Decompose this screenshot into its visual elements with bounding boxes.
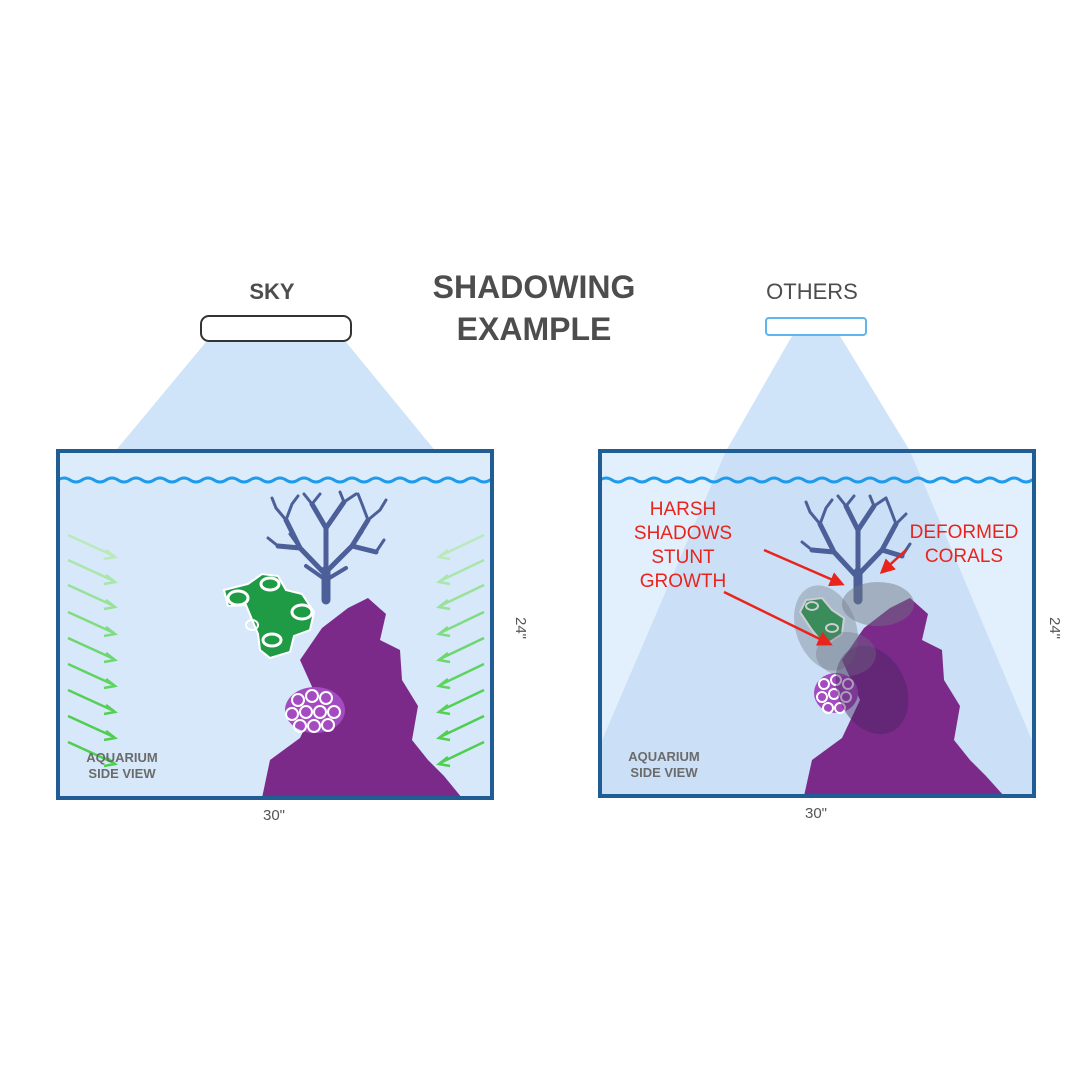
deformed-callout-line-2: CORALS (925, 546, 1003, 567)
sky-light-fixture (200, 315, 352, 342)
others-tank-outline (598, 449, 1036, 798)
shadows-callout-arrow-upper (763, 548, 845, 587)
shadows-callout: HARSH SHADOWS STUNT GROWTH (634, 499, 845, 646)
sky-water-surface-wave (58, 476, 492, 484)
sky-label: SKY (249, 279, 295, 304)
others-light-beam (726, 336, 910, 451)
sky-bubble-coral (285, 687, 345, 733)
sky-tank-caption-line-2: SIDE VIEW (88, 766, 156, 781)
sky-green-coral (222, 572, 316, 660)
others-tank-caption-line-2: SIDE VIEW (630, 765, 698, 780)
sky-tank-height-label: 24" (512, 617, 529, 639)
sky-panel: SKY (56, 279, 529, 824)
sky-tank-width-label: 30" (263, 807, 285, 824)
shadows-callout-line-4: GROWTH (640, 571, 727, 592)
others-harsh-shadows (794, 582, 914, 735)
sky-tank-outline (56, 449, 494, 800)
others-label: OTHERS (766, 279, 858, 304)
others-panel: OTHERS (598, 279, 1063, 822)
others-live-rock (804, 598, 1004, 796)
deformed-callout: DEFORMED CORALS (879, 522, 1019, 575)
diagram-title: SHADOWING EXAMPLE (433, 269, 636, 347)
sky-live-rock (262, 598, 462, 798)
shadows-callout-arrow-lower (723, 590, 833, 646)
sky-tank-caption-line-1: AQUARIUM (86, 750, 158, 765)
deformed-callout-arrow (879, 549, 907, 575)
title-line-2: EXAMPLE (457, 311, 612, 347)
shadows-callout-line-1: HARSH (650, 499, 717, 520)
others-bubble-coral (814, 673, 858, 714)
others-tank-width-label: 30" (805, 805, 827, 822)
shadows-callout-line-2: SHADOWS (634, 523, 732, 544)
others-light-fixture (765, 317, 867, 336)
others-water-surface-wave (600, 476, 1034, 484)
others-tank-caption-line-1: AQUARIUM (628, 749, 700, 764)
sky-branching-coral (266, 490, 388, 605)
others-tank-height-label: 24" (1046, 617, 1063, 639)
others-branching-coral (800, 494, 912, 605)
shadows-callout-line-3: STUNT (651, 547, 715, 568)
sky-light-arrows-right (436, 533, 485, 768)
deformed-callout-line-1: DEFORMED (910, 522, 1019, 543)
sky-light-arrows-left (67, 533, 118, 768)
title-line-1: SHADOWING (433, 269, 636, 305)
